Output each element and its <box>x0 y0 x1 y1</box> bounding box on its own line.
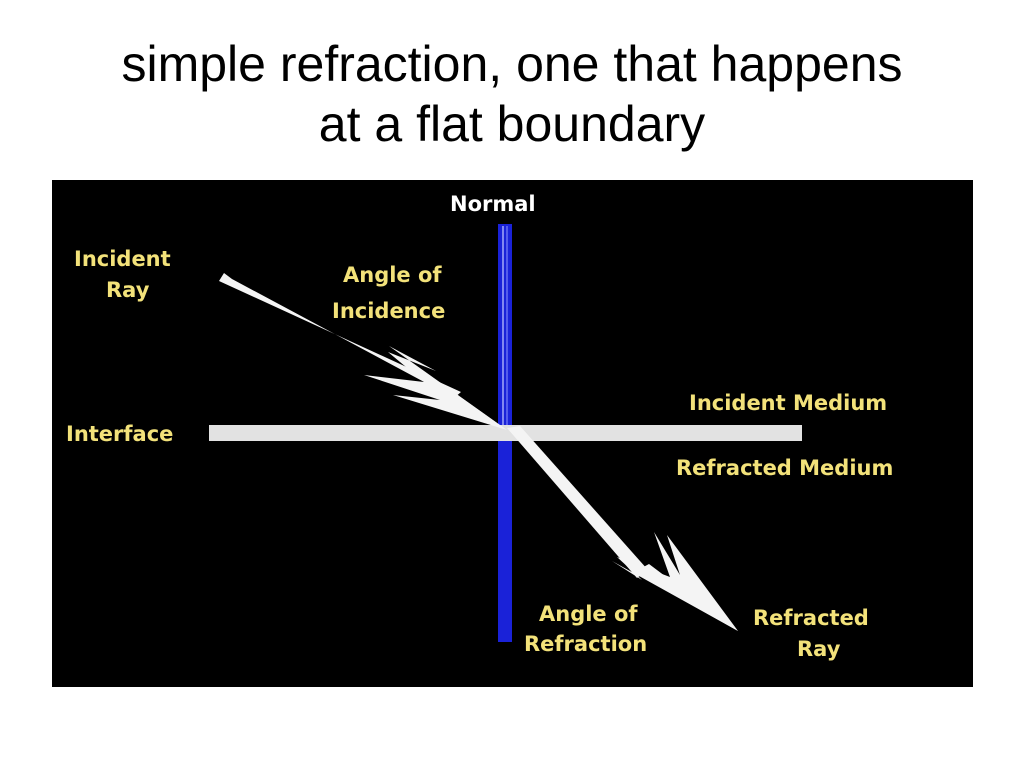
refracted-ray-arrow <box>507 426 738 631</box>
title-line-2: at a flat boundary <box>318 96 706 152</box>
label-angle-of-refraction-line2: Refraction <box>524 632 647 656</box>
label-angle-of-incidence-line1: Angle of <box>343 263 442 287</box>
label-refracted-medium: Refracted Medium <box>676 456 893 480</box>
refraction-diagram: Normal Incident Ray Angle of Incidence I… <box>52 180 973 687</box>
label-angle-of-incidence-line2: Incidence <box>332 299 445 323</box>
label-refracted-ray-line1: Refracted <box>753 606 869 630</box>
label-angle-of-refraction-line1: Angle of <box>539 602 638 626</box>
slide-title: simple refraction, one that happens at a… <box>40 34 984 154</box>
incident-ray-arrow <box>219 273 507 430</box>
refraction-diagram-svg: Normal Incident Ray Angle of Incidence I… <box>66 192 893 661</box>
title-line-1: simple refraction, one that happens <box>121 36 903 92</box>
label-incident-ray-line2: Ray <box>106 278 150 302</box>
label-incident-medium: Incident Medium <box>689 391 887 415</box>
label-incident-ray-line1: Incident <box>74 247 171 271</box>
interface-line <box>209 425 802 441</box>
label-interface: Interface <box>66 422 173 446</box>
label-normal: Normal <box>450 192 536 216</box>
label-refracted-ray-line2: Ray <box>797 637 841 661</box>
